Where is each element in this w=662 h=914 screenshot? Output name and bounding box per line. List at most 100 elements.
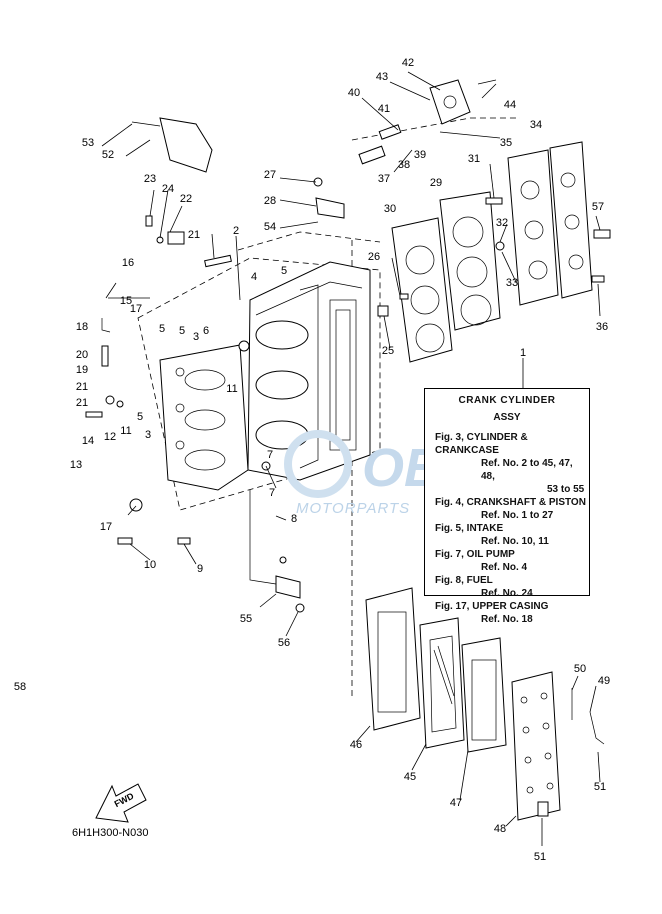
legend-ref-line: Ref. No. 1 to 27 (481, 510, 554, 521)
callout-number-37: 37 (378, 173, 390, 185)
callout-number-32: 32 (496, 217, 508, 229)
callout-number-1: 1 (520, 347, 526, 359)
callout-number-25: 25 (382, 345, 394, 357)
callout-number-5: 5 (159, 323, 165, 335)
callout-number-21: 21 (188, 229, 200, 241)
legend-ref-line: Ref. No. 24 (481, 588, 533, 599)
legend-ref-line: Ref. No. 2 to 45, 47, 48, (481, 458, 573, 482)
callout-number-6: 6 (203, 325, 209, 337)
callout-number-30: 30 (384, 203, 396, 215)
callout-number-5: 5 (137, 411, 143, 423)
callout-number-48: 48 (494, 823, 506, 835)
callout-number-34: 34 (530, 119, 542, 131)
legend-ref-line: Ref. No. 10, 11 (481, 536, 549, 547)
harness-bracket (249, 490, 305, 613)
callout-number-21: 21 (76, 381, 88, 393)
exhaust-gasket-outer (461, 637, 507, 753)
callout-number-9: 9 (197, 563, 203, 575)
callout-number-27: 27 (264, 169, 276, 181)
callout-number-46: 46 (350, 739, 362, 751)
callout-number-11: 11 (226, 383, 237, 395)
callout-number-2: 2 (233, 225, 239, 237)
exhaust-gasket-inner (365, 587, 421, 731)
callout-number-29: 29 (430, 177, 442, 189)
callout-number-13: 13 (70, 459, 82, 471)
legend-fig-heading: Fig. 5, INTAKE (435, 523, 504, 534)
callout-number-7: 7 (267, 449, 273, 461)
callout-number-43: 43 (376, 71, 388, 83)
callout-number-17: 17 (100, 521, 112, 533)
callout-number-39: 39 (414, 149, 426, 161)
legend-subtitle: ASSY (493, 412, 521, 423)
callout-number-42: 42 (402, 57, 414, 69)
callout-number-53: 53 (82, 137, 94, 149)
reference-legend: CRANK CYLINDER ASSY Fig. 3, CYLINDER & C… (424, 388, 590, 625)
callout-number-50: 50 (574, 663, 586, 675)
callout-number-24: 24 (162, 183, 174, 195)
callout-number-18: 18 (76, 321, 88, 333)
callout-number-40: 40 (348, 87, 360, 99)
legend-title: CRANK CYLINDER (458, 395, 556, 406)
legend-fig-heading: Fig. 17, UPPER CASING (435, 601, 549, 612)
exhaust-plate (419, 617, 465, 749)
exhaust-outer-cover (511, 671, 561, 821)
legend-fig-heading: Fig. 3, CYLINDER & CRANKCASE (435, 432, 528, 456)
leader-lines (101, 71, 601, 846)
legend-fig-heading: Fig. 4, CRANKSHAFT & PISTON (435, 497, 586, 508)
legend-ref-line: 53 to 55 (547, 484, 585, 495)
callout-number-26: 26 (368, 251, 380, 263)
callout-number-28: 28 (264, 195, 276, 207)
callout-number-16: 16 (122, 257, 134, 269)
head-gasket (391, 217, 453, 363)
legend-ref-line: Ref. No. 4 (481, 562, 528, 573)
callout-number-52: 52 (102, 149, 114, 161)
callout-number-10: 10 (144, 559, 156, 571)
callout-number-11: 11 (120, 425, 131, 437)
crankcase-half (159, 344, 249, 491)
hose-clamp (313, 177, 345, 219)
fwd-arrow-icon: FWD (95, 783, 147, 823)
callout-number-51: 51 (534, 851, 546, 863)
callout-number-51: 51 (594, 781, 606, 793)
callout-number-3: 3 (145, 429, 151, 441)
callout-number-54: 54 (264, 221, 276, 233)
wiring-bracket (131, 117, 213, 173)
callout-number-8: 8 (291, 513, 297, 525)
callout-number-19: 19 (76, 364, 88, 376)
diagram-part-code: 6H1H300-N030 (72, 827, 149, 839)
callout-number-49: 49 (598, 675, 610, 687)
callout-number-20: 20 (76, 349, 88, 361)
callout-number-33: 33 (506, 277, 518, 289)
legend-ref-line: Ref. No. 18 (481, 614, 533, 625)
callout-number-55: 55 (240, 613, 252, 625)
legend-fig-heading: Fig. 8, FUEL (435, 575, 493, 586)
callout-number-22: 22 (180, 193, 192, 205)
callout-number-12: 12 (104, 431, 116, 443)
callout-number-14: 14 (82, 435, 94, 447)
callout-number-38: 38 (398, 159, 410, 171)
head-cover (549, 141, 593, 299)
callout-number-45: 45 (404, 771, 416, 783)
thermostat-cover (358, 79, 497, 165)
callout-number-41: 41 (378, 103, 390, 115)
callout-number-57: 57 (592, 201, 604, 213)
callout-number-47: 47 (450, 797, 462, 809)
callout-number-17: 17 (130, 303, 142, 315)
callout-number-7: 7 (269, 487, 275, 499)
callout-number-35: 35 (500, 137, 512, 149)
callout-number-36: 36 (596, 321, 608, 333)
small-hardware (85, 197, 611, 564)
callout-number-21: 21 (76, 397, 88, 409)
callout-number-5: 5 (179, 325, 185, 337)
callout-number-44: 44 (504, 99, 516, 111)
cylinder-head (439, 191, 501, 331)
callout-number-3: 3 (193, 331, 199, 343)
callout-number-56: 56 (278, 637, 290, 649)
callout-number-31: 31 (468, 153, 480, 165)
callout-number-5: 5 (281, 265, 287, 277)
callout-number-23: 23 (144, 173, 156, 185)
callout-number-58: 58 (14, 681, 26, 693)
